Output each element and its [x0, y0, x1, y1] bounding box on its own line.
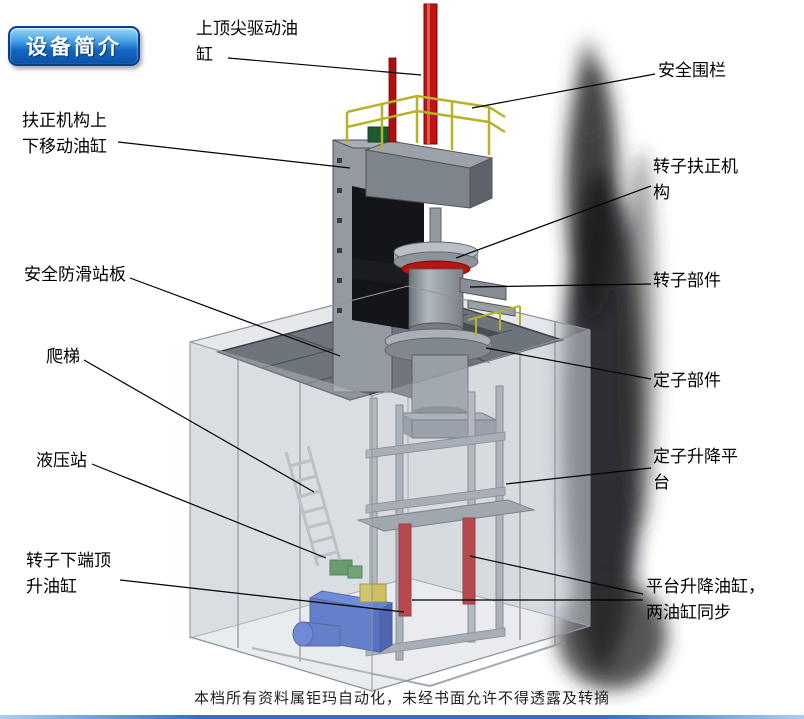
safety-railing — [345, 94, 506, 155]
centering-bracket — [459, 277, 516, 317]
label-rotor-bottom-jack-cylinder: 转子下端顶升油缸 — [26, 551, 111, 596]
lift-cylinder-rods — [398, 517, 476, 617]
label-anti-slip-platform: 安全防滑站板 — [24, 265, 126, 284]
leader-lines — [83, 57, 656, 613]
label-platform-lift-cylinders: 平台升降油缸，两油缸同步 — [646, 577, 765, 622]
label-rotor-centering-mechanism: 转子扶正机构 — [653, 157, 738, 202]
pit-inner-frame — [237, 313, 566, 687]
label-top-drive-cylinder: 上顶尖驱动油缸 — [196, 19, 298, 64]
hydraulic-unit — [292, 583, 394, 653]
label-rotor-component: 转子部件 — [653, 271, 721, 290]
footer-divider — [0, 715, 804, 719]
label-safety-fence: 安全围栏 — [658, 61, 726, 80]
head-assembly — [364, 126, 494, 209]
title-badge: 设备简介 — [8, 26, 140, 66]
label-ladder: 爬梯 — [46, 347, 80, 366]
title-badge-label: 设备简介 — [26, 35, 122, 59]
platform-railing — [467, 305, 521, 336]
label-hydraulic-station: 液压站 — [36, 451, 87, 470]
ladder-graphic — [284, 445, 342, 567]
label-stator-lift-platform: 定子升降平台 — [653, 447, 738, 492]
top-cylinder-rods — [388, 3, 438, 145]
confidentiality-footer: 本档所有资料属钜玛自动化，未经书面允许不得透露及转摘 — [193, 691, 610, 707]
label-stator-component: 定子部件 — [653, 371, 721, 390]
shadow-smudge-decoration — [557, 40, 667, 690]
pump-assembly — [329, 559, 363, 579]
label-centering-mechanism-cylinder: 扶正机构上下移动油缸 — [22, 111, 107, 156]
